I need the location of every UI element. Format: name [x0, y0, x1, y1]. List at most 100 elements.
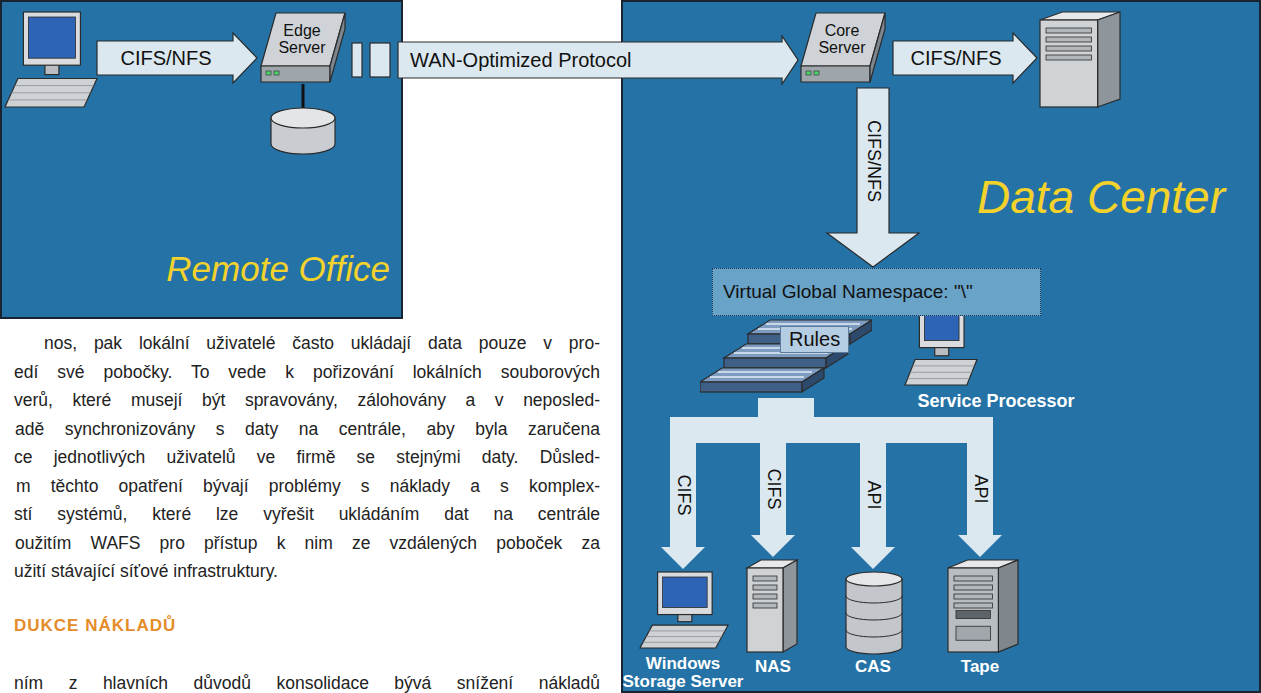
- arrow-stem: [758, 398, 814, 419]
- drive-bay: [753, 603, 777, 608]
- arrow-stem: [758, 398, 814, 419]
- dash-block: [370, 43, 390, 77]
- device-node: Core Server: [800, 12, 886, 84]
- switch-side: [850, 320, 872, 344]
- device-side: [870, 13, 885, 82]
- device-node: CAS: [838, 572, 908, 693]
- switch-front: [724, 358, 826, 368]
- key-row: [908, 378, 970, 379]
- monitor: [658, 572, 713, 615]
- body-text-line: stí systémů, které lze vyřešit ukládáním…: [14, 504, 600, 524]
- switch-side: [802, 368, 824, 392]
- drive-bay: [1046, 28, 1092, 33]
- body-text-line: oužitím WAFS pro přístup k nim ze vzdále…: [15, 533, 600, 553]
- arrow-bar: [758, 417, 993, 443]
- arrow-head: [851, 547, 895, 569]
- drive-bay: [954, 594, 992, 599]
- region-panel: Data Center Core ServerVirtual Global Nam…: [622, 0, 1261, 693]
- edge-label: API: [863, 480, 883, 509]
- device-side: [330, 13, 345, 82]
- tower-front: [948, 568, 998, 652]
- block-arrow: [827, 88, 919, 267]
- node-label: Windows Storage Server: [613, 655, 753, 692]
- edge-label: CIFS: [673, 474, 693, 515]
- body-text-line: m těchto opatření bývají problémy s nákl…: [16, 476, 600, 496]
- device-node: NAS: [748, 560, 798, 693]
- block-arrow: [893, 33, 1037, 83]
- edge-label: CIFS: [763, 468, 783, 509]
- node-label: Virtual Global Namespace: "\": [723, 281, 973, 303]
- arrow-stem: [758, 398, 814, 419]
- dash-block: [352, 43, 362, 77]
- section-heading: DUKCE NÁKLADŮ: [14, 616, 176, 636]
- node-label: Rules: [780, 326, 849, 353]
- arrow-shaft: [670, 442, 696, 548]
- rules-node: Rules: [700, 314, 872, 400]
- body-text-line: ním z hlavních důvodů konsolidace bývá s…: [14, 673, 600, 693]
- arrow-head: [958, 535, 1002, 557]
- body-text-line: verů, které musejí být spravovány, záloh…: [14, 390, 600, 410]
- tower-front: [1040, 20, 1098, 107]
- arrow-stem: [758, 398, 814, 419]
- connector: [827, 88, 919, 267]
- ns-node: Virtual Global Namespace: "\": [712, 268, 1041, 316]
- drive-bay: [753, 576, 777, 581]
- body-text-line: adě synchronizovány s daty na centrále, …: [15, 419, 600, 439]
- disk-band: [846, 613, 902, 620]
- switch-stripe: [718, 371, 812, 373]
- cylinder-top: [846, 572, 902, 586]
- body-text-line: užití stávající síťové infrastruktury.: [14, 561, 278, 581]
- device-node: Windows Storage Server: [613, 572, 753, 693]
- tape-panel: [956, 626, 990, 640]
- drive-bay: [954, 576, 992, 581]
- edge-label: API: [970, 474, 990, 503]
- arrow-label: CIFS/NFS: [121, 47, 212, 70]
- arrow-shaft: [760, 442, 786, 536]
- node-label: Core Server: [812, 22, 872, 56]
- keyboard: [640, 625, 728, 648]
- node-label: Edge Server: [272, 22, 332, 56]
- edge-label: WAN-Optimized Protocol: [410, 49, 632, 71]
- monitor-screen: [28, 17, 75, 58]
- device-front: [801, 66, 870, 82]
- arrow-label: CIFS/NFS: [911, 47, 1002, 70]
- tower-side: [783, 560, 797, 652]
- keyboard: [905, 360, 977, 386]
- body-text-line: edí své pobočky. To vede k pořizování lo…: [14, 362, 600, 382]
- remote-office-ground: [1, 1, 402, 318]
- drive-bay: [954, 603, 992, 608]
- node-label: Tape: [961, 658, 999, 677]
- tape-slot: [956, 611, 990, 619]
- drive-bay: [753, 585, 777, 590]
- disk-top: [271, 108, 335, 128]
- node-label: CAS: [855, 658, 891, 677]
- status-led: [266, 71, 271, 75]
- arrow-head: [661, 547, 705, 569]
- storage-cylinder: [846, 579, 902, 654]
- drive-bay: [1046, 37, 1092, 42]
- region-title: Data Center: [622, 172, 1261, 223]
- key-row: [11, 92, 90, 93]
- key-row: [8, 99, 87, 100]
- block-arrow: [398, 36, 798, 84]
- edge-label: CIFS/NFS: [863, 119, 883, 201]
- region-title: Remote Office: [0, 250, 402, 289]
- node-label: NAS: [755, 658, 791, 677]
- key-row: [643, 642, 719, 643]
- tower-side: [1098, 12, 1120, 107]
- disk-band: [846, 630, 902, 637]
- disk-band: [846, 596, 902, 603]
- device-node: Service Processor: [878, 296, 1114, 414]
- drive-bay: [1046, 46, 1092, 51]
- key-row: [910, 372, 972, 373]
- keyboard: [5, 79, 97, 108]
- device-node: Tape: [940, 560, 1020, 693]
- status-led: [806, 71, 811, 75]
- connector: [352, 36, 798, 84]
- key-row: [15, 85, 94, 86]
- tower-front: [747, 568, 783, 652]
- device-node: Edge Server: [260, 12, 346, 84]
- node-label: Service Processor: [917, 392, 1074, 412]
- arrow-head: [751, 535, 795, 557]
- data-center-ground: [622, 1, 1260, 692]
